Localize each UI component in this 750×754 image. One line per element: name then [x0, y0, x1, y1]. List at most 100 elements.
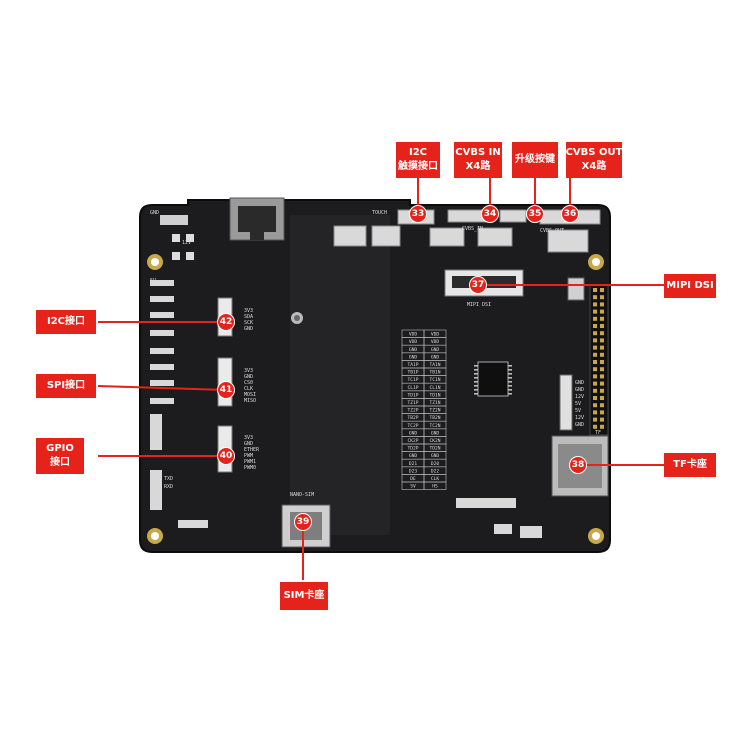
- main-chip-pins: [474, 365, 512, 395]
- header-pin: [600, 295, 604, 300]
- header-pin: [600, 338, 604, 343]
- silk-pin-label: GND: [244, 326, 253, 332]
- header-pin: [600, 417, 604, 422]
- table-cell-text: TA1N: [429, 362, 440, 368]
- header-pin: [600, 403, 604, 408]
- table-cell-text: GND: [431, 354, 440, 360]
- chip-pin: [474, 365, 478, 367]
- silk-txd: TXD: [164, 476, 173, 482]
- badge-39: 39: [294, 513, 312, 531]
- silk-pin-label: 5V: [575, 401, 581, 407]
- header-pin: [593, 302, 597, 307]
- header-pin: [600, 360, 604, 364]
- badge-41: 41: [217, 381, 235, 399]
- table-cell-text: GND: [409, 430, 418, 436]
- table-cell-text: TC2P: [407, 423, 418, 429]
- badge-42: 42: [217, 313, 235, 331]
- header-pin: [593, 417, 597, 422]
- chip-pin: [474, 373, 478, 375]
- header-pin: [600, 374, 604, 379]
- header-pin: [600, 316, 604, 321]
- header-pin: [593, 324, 597, 328]
- top-left-chip-d: [186, 252, 194, 260]
- table-cell-text: TZ1N: [429, 400, 440, 406]
- table-cell-text: TD1P: [407, 392, 418, 398]
- label-i2c-line1: I2C接口: [46, 316, 86, 327]
- table-cell-text: D21: [409, 461, 418, 467]
- header-pin: [600, 309, 604, 314]
- header-pin: [600, 410, 604, 415]
- table-cell-text: CLK: [431, 476, 440, 482]
- label-gpio-line1: GPIO: [46, 443, 74, 454]
- mounting-holes: [147, 254, 604, 544]
- table-cell-text: GND: [431, 453, 440, 459]
- right-small-header: [559, 374, 573, 431]
- header-pin: [593, 331, 597, 336]
- top-left-chip-c: [172, 252, 180, 260]
- header-pin: [593, 403, 597, 408]
- table-cell-text: CK2N: [429, 438, 440, 444]
- header-pin: [593, 374, 597, 379]
- label-cvbs-out: CVBS OUT X4路: [566, 142, 622, 178]
- silk-pin-label: GND: [244, 374, 253, 380]
- main-chip: [477, 361, 509, 397]
- label-i2c-touch-line1: I2C: [408, 147, 428, 158]
- silk-pin-label: MOSI: [244, 392, 256, 398]
- silk-nano-sim: NANO-SIM: [290, 492, 314, 498]
- chip-pin: [474, 393, 478, 395]
- badge-37: 37: [469, 276, 487, 294]
- header-pin: [593, 309, 597, 314]
- table-cell-text: D23: [409, 468, 418, 474]
- badge-33: 33: [409, 205, 427, 223]
- table-cell-text: TB1P: [407, 370, 418, 376]
- pcb-shade: [290, 215, 390, 535]
- table-cell-text: CL1N: [429, 385, 440, 391]
- label-gpio-line2: 接口: [50, 457, 70, 468]
- header-pin: [600, 367, 604, 372]
- badge-36: 36: [561, 205, 579, 223]
- header-pin: [593, 381, 597, 386]
- badge-38: 38: [569, 456, 587, 474]
- table-cell-text: TB2N: [429, 415, 440, 421]
- header-pin: [593, 360, 597, 364]
- header-pin: [593, 295, 597, 300]
- label-tf-line1: TF卡座: [673, 459, 707, 470]
- header-pin: [593, 367, 597, 372]
- badge-35: 35: [526, 205, 544, 223]
- header-pin: [593, 396, 597, 400]
- bottom-components: [178, 498, 542, 538]
- silk-pin-label: 3V3: [244, 308, 253, 314]
- table-cell-text: GND: [409, 354, 418, 360]
- silk-pin-label: 12V: [575, 415, 584, 421]
- silk-5v-left: 5V: [150, 278, 156, 284]
- silk-pin-label: PWM: [244, 453, 253, 459]
- label-mipi-dsi-line1: MIPI DSI: [666, 280, 714, 291]
- table-cell-text: GND: [431, 430, 440, 436]
- silk-cvbs-in: CVBS_IN: [462, 226, 483, 232]
- table-cell-text: TD2N: [429, 446, 440, 452]
- silk-pin-label: GND: [244, 441, 253, 447]
- chip-pin: [474, 381, 478, 383]
- header-pin: [600, 381, 604, 386]
- silk-pin-label: 3V3: [244, 435, 253, 441]
- table-cell-text: GND: [409, 453, 418, 459]
- table-cell-text: TC1N: [429, 377, 440, 383]
- silk-touch: TOUCH: [372, 210, 387, 216]
- top-left-connector: [160, 215, 188, 225]
- table-cell-text: CK2P: [407, 438, 418, 444]
- table-cell-text: DE: [410, 476, 416, 482]
- chip-pin: [508, 381, 512, 383]
- badge-40: 40: [217, 447, 235, 465]
- silk-pin-label: CS0: [244, 380, 253, 386]
- table-cell-text: TC2N: [429, 423, 440, 429]
- silk-pin-label: MISO: [244, 398, 256, 404]
- label-i2c-touch: I2C 触摸接口: [396, 142, 440, 178]
- header-pin: [600, 352, 604, 357]
- chip-pin: [474, 377, 478, 379]
- table-cell-text: CL1P: [407, 385, 418, 391]
- label-mipi-dsi: MIPI DSI: [664, 274, 716, 298]
- table-cell-text: TA1P: [407, 362, 418, 368]
- header-pin: [593, 388, 597, 393]
- silk-12v-topleft: 12V: [182, 240, 191, 246]
